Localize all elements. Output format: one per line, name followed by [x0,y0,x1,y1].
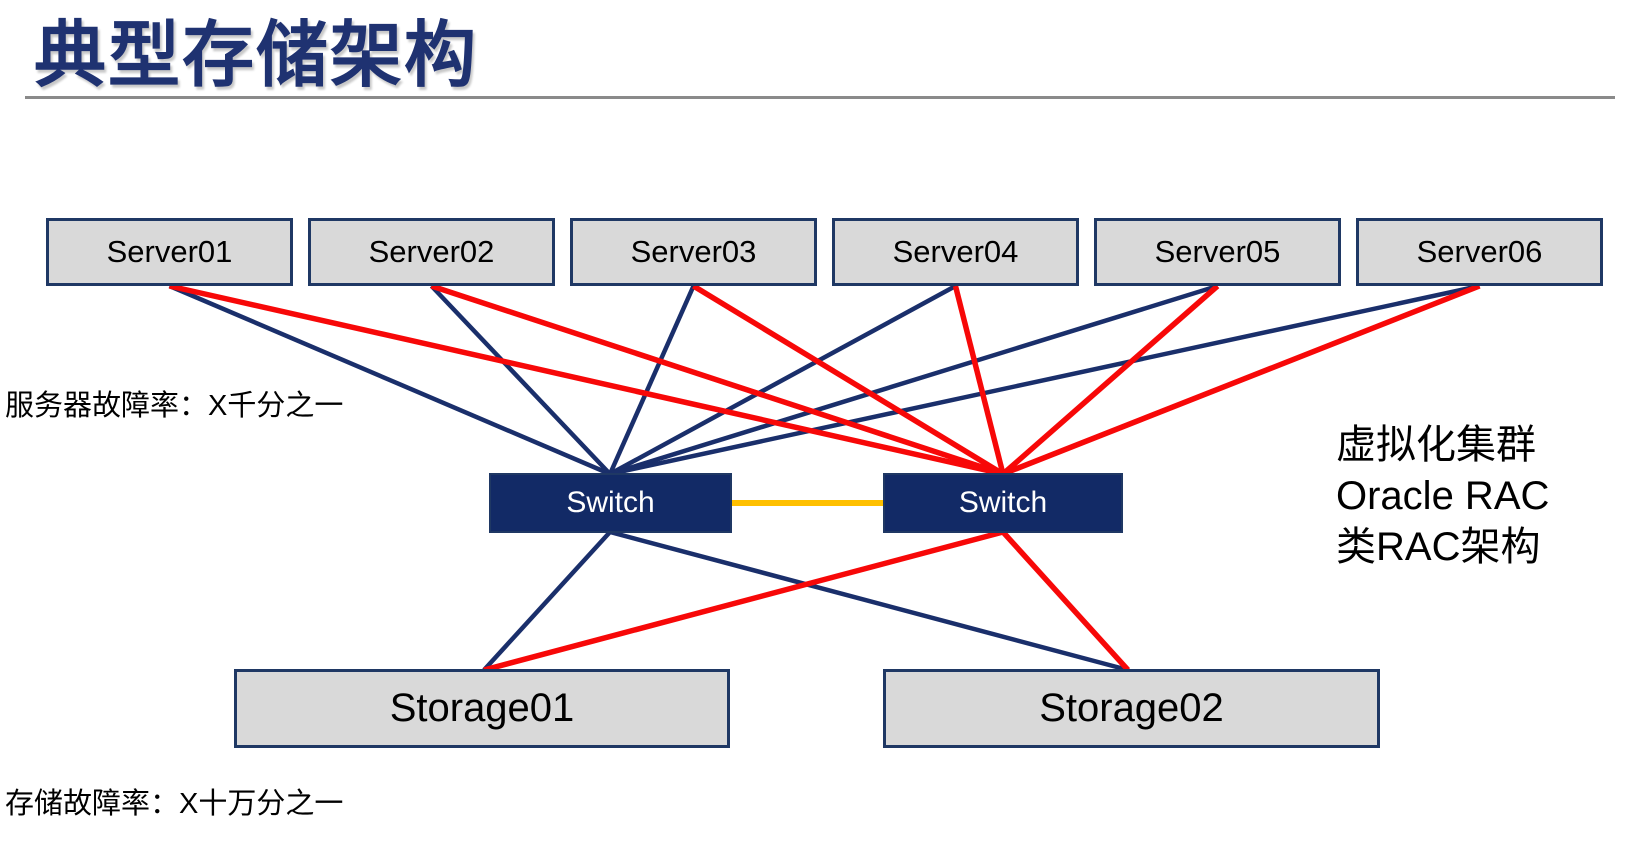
storage-failure-rate-label: 存储故障率：X十万分之一 [5,788,344,820]
server01-box: Server01 [46,218,293,286]
link-switchB-storage1 [483,529,1004,673]
cluster-note: 虚拟化集群 Oracle RAC 类RAC架构 [1336,420,1549,573]
link-server5-switchA [609,283,1219,477]
link-server2-switchA [429,284,612,476]
switch-left-box: Switch [489,473,732,533]
link-server4-switchA [608,284,957,476]
storage02-box: Storage02 [883,669,1380,748]
link-server5-switchB [1001,283,1220,477]
link-server1-switchB [168,283,1004,477]
link-server6-switchA [609,283,1480,477]
server02-box: Server02 [308,218,555,286]
cluster-note-line2: Oracle RAC [1336,474,1550,518]
server05-box: Server05 [1094,218,1341,286]
link-server3-switchA [607,285,696,475]
link-server3-switchB [692,283,1005,477]
server06-box: Server06 [1356,218,1603,286]
link-switchB-storage2 [1000,530,1131,672]
link-server6-switchB [1001,283,1481,477]
link-server2-switchB [430,283,1004,477]
link-switchA-storage2 [609,529,1129,673]
storage01-box: Storage01 [234,669,730,748]
cluster-note-line1: 虚拟化集群 [1336,423,1536,467]
link-server4-switchB [952,285,1006,475]
switch-right-box: Switch [883,473,1123,533]
title-divider [25,96,1615,99]
server03-box: Server03 [570,218,817,286]
link-server1-switchA [168,283,611,477]
server04-box: Server04 [832,218,1079,286]
link-switchA-storage1 [482,530,612,672]
page-title: 典型存储架构 [34,16,479,96]
cluster-note-line3: 类RAC架构 [1336,525,1541,569]
server-failure-rate-label: 服务器故障率：X千分之一 [5,390,344,422]
